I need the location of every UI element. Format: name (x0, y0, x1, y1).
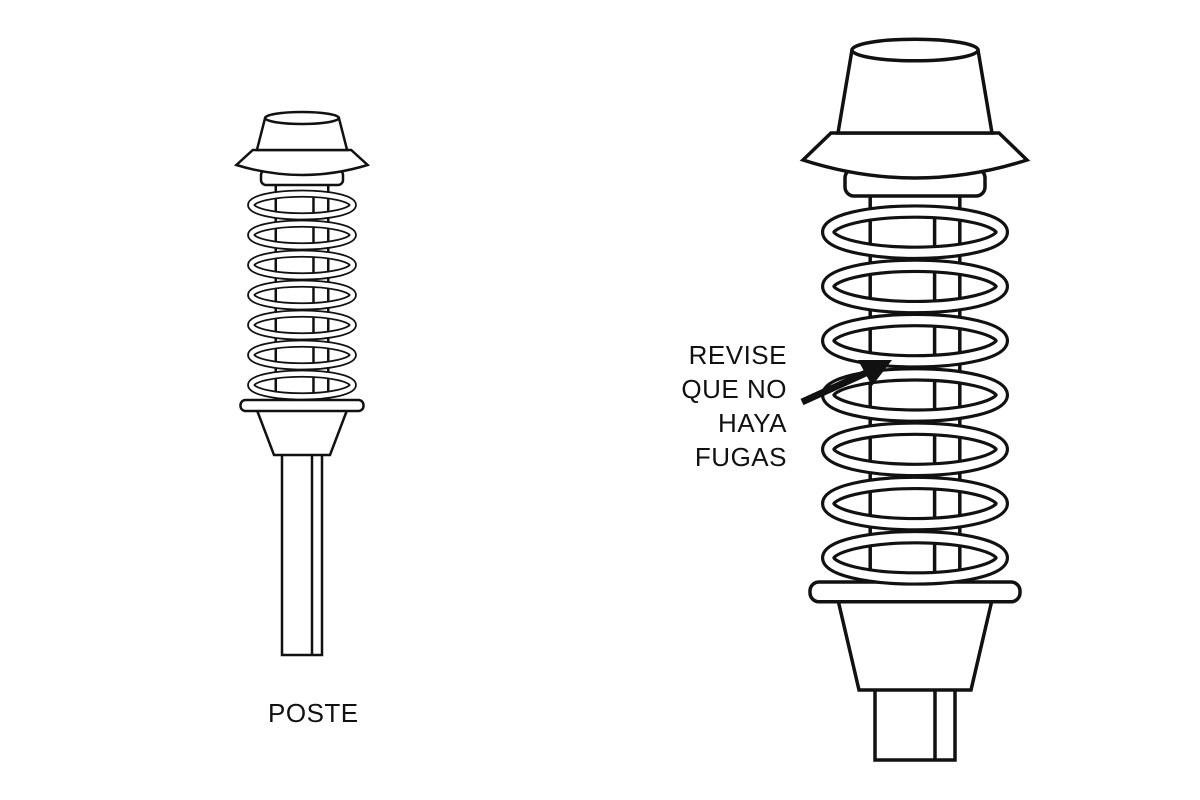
callout-line: FUGAS (694, 442, 787, 472)
arrow-head (858, 360, 892, 386)
spring-coil-inner (248, 251, 356, 279)
large-strut-drawing (799, 37, 1031, 762)
piston-rod (873, 684, 957, 762)
lower-cone (255, 408, 349, 457)
spring-coil-inner (248, 311, 356, 339)
small-strut-drawing (233, 110, 371, 657)
arrow-shaft (800, 368, 870, 406)
spring-coil-inner (824, 316, 1006, 366)
strut-caption: POSTE (268, 698, 359, 728)
spring-coil-inner (824, 533, 1006, 583)
spring-coil-inner (248, 341, 356, 369)
spring-coil-inner (824, 207, 1006, 257)
piston-rod (280, 449, 324, 657)
spring-coil-inner (824, 424, 1006, 474)
callout-line: HAYA (718, 408, 787, 438)
mount-flange (233, 148, 371, 177)
spring-coil-inner (824, 370, 1006, 420)
leak-check-callout: REVISE QUE NO HAYA FUGAS (681, 338, 787, 474)
top-mount-cap (263, 110, 341, 126)
callout-line: QUE NO (681, 374, 787, 404)
spring-coil-inner (824, 261, 1006, 312)
top-mount-cap (850, 37, 980, 63)
spring-coil-inner (248, 221, 356, 249)
lower-spring-seat (239, 398, 365, 413)
spring-coil-inner (248, 281, 356, 309)
mount-flange (799, 131, 1031, 180)
callout-line: REVISE (688, 340, 787, 370)
spring-coil-inner (248, 191, 356, 219)
lower-cone (835, 598, 995, 692)
spring-coil-inner (824, 478, 1006, 529)
callout-arrow (800, 360, 892, 406)
spring-coil-inner (248, 371, 356, 399)
